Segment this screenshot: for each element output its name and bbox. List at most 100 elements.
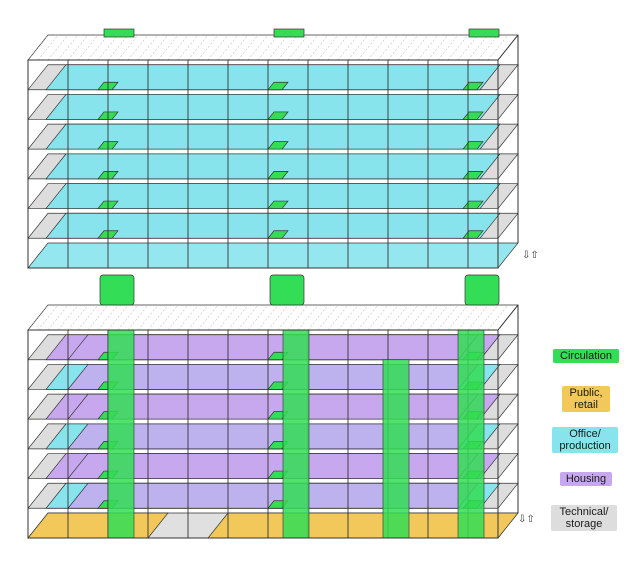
building-edge bbox=[497, 34, 519, 61]
roof-grid-line bbox=[377, 304, 399, 331]
circulation-core bbox=[267, 111, 289, 120]
roof-grid-line bbox=[287, 34, 309, 61]
roof-grid-line bbox=[107, 304, 129, 331]
roof-grid-line bbox=[367, 304, 389, 331]
roof-grid-line bbox=[207, 34, 229, 61]
roof-grid-line bbox=[87, 304, 109, 331]
roof-grid-line bbox=[327, 34, 349, 61]
roof-core bbox=[464, 274, 500, 306]
roof-grid-line bbox=[347, 304, 369, 331]
roof-grid-line bbox=[27, 304, 49, 331]
legend-circulation: Circulation bbox=[553, 349, 619, 363]
circulation-core bbox=[267, 141, 289, 150]
roof-grid-line bbox=[187, 34, 209, 61]
roof-grid-line bbox=[127, 34, 149, 61]
roof-grid-line bbox=[77, 34, 99, 61]
floor-zone bbox=[45, 183, 501, 209]
legend-office-production: Office/ production bbox=[552, 427, 618, 453]
circulation-shaft bbox=[282, 329, 310, 539]
roof-grid-line bbox=[337, 304, 359, 331]
roof-grid-line bbox=[157, 304, 179, 331]
roof-grid-line bbox=[167, 304, 189, 331]
roof-grid-line bbox=[477, 304, 499, 331]
roof-grid-line bbox=[487, 304, 509, 331]
floor-zone bbox=[45, 64, 501, 91]
roof-grid-line bbox=[127, 304, 149, 331]
roof-slab bbox=[27, 304, 519, 331]
roof-grid-line bbox=[397, 304, 419, 331]
roof-grid-line bbox=[237, 34, 259, 61]
roof-core bbox=[273, 28, 305, 38]
roof-grid-line bbox=[397, 34, 419, 61]
roof-grid-line bbox=[57, 304, 79, 331]
floor-zone bbox=[45, 94, 501, 120]
roof-grid-line bbox=[277, 304, 299, 331]
roof-grid-line bbox=[387, 304, 409, 331]
roof-grid-line bbox=[257, 304, 279, 331]
roof-grid-line bbox=[247, 304, 269, 331]
circulation-shaft bbox=[382, 359, 410, 539]
roof-grid-line bbox=[117, 34, 139, 61]
roof-grid-line bbox=[67, 34, 89, 61]
roof-grid-line bbox=[147, 34, 169, 61]
roof-grid-line bbox=[307, 304, 329, 331]
roof-grid-line bbox=[57, 34, 79, 61]
roof-grid-line bbox=[267, 34, 289, 61]
roof-grid-line bbox=[137, 34, 159, 61]
floor-zone bbox=[45, 212, 501, 239]
roof-grid-line bbox=[297, 34, 319, 61]
building-edge bbox=[497, 304, 519, 331]
roof-grid-line bbox=[157, 34, 179, 61]
roof-grid-line bbox=[77, 304, 99, 331]
roof-grid-line bbox=[217, 304, 239, 331]
roof-grid-line bbox=[417, 304, 439, 331]
roof-grid-line bbox=[417, 34, 439, 61]
circulation-core bbox=[267, 200, 289, 209]
roof-grid-line bbox=[297, 304, 319, 331]
legend-housing: Housing bbox=[560, 472, 612, 486]
roof-grid-line bbox=[437, 34, 459, 61]
roof-grid-line bbox=[227, 34, 249, 61]
roof-grid-line bbox=[307, 34, 329, 61]
roof-grid-line bbox=[37, 34, 59, 61]
legend-technical-storage: Technical/ storage bbox=[551, 505, 617, 531]
roof-grid-line bbox=[167, 34, 189, 61]
roof-grid-line bbox=[437, 304, 459, 331]
circulation-shaft bbox=[457, 329, 485, 539]
building-outline bbox=[27, 329, 499, 539]
roof-grid-line bbox=[427, 304, 449, 331]
roof-grid-line bbox=[327, 304, 349, 331]
ground-slab bbox=[27, 242, 519, 269]
roof-core bbox=[103, 28, 135, 38]
roof-grid-line bbox=[217, 34, 239, 61]
roof-grid-line bbox=[187, 304, 209, 331]
roof-grid-line bbox=[467, 34, 489, 61]
circulation-core bbox=[267, 171, 289, 180]
roof-grid-line bbox=[407, 304, 429, 331]
roof-grid-line bbox=[357, 34, 379, 61]
roof-grid-line bbox=[267, 304, 289, 331]
roof-core bbox=[269, 274, 305, 306]
roof-grid-line bbox=[277, 34, 299, 61]
roof-core bbox=[99, 274, 135, 306]
roof-grid-line bbox=[387, 34, 409, 61]
floor-zone bbox=[45, 153, 501, 180]
roof-grid-line bbox=[257, 34, 279, 61]
roof-grid-line bbox=[447, 34, 469, 61]
roof-grid-line bbox=[477, 34, 499, 61]
legend-public-retail: Public, retail bbox=[562, 386, 610, 412]
roof-grid-line bbox=[27, 34, 49, 61]
roof-grid-line bbox=[197, 304, 219, 331]
roof-slab bbox=[27, 34, 519, 61]
roof-grid-line bbox=[427, 34, 449, 61]
roof-grid-line bbox=[357, 304, 379, 331]
roof-grid-line bbox=[227, 304, 249, 331]
roof-grid-line bbox=[117, 304, 139, 331]
roof-grid-line bbox=[347, 34, 369, 61]
public-zone bbox=[27, 512, 169, 539]
roof-grid-line bbox=[247, 34, 269, 61]
roof-grid-line bbox=[107, 34, 129, 61]
north-arrow-icon: ⇩⇧ bbox=[518, 514, 535, 525]
